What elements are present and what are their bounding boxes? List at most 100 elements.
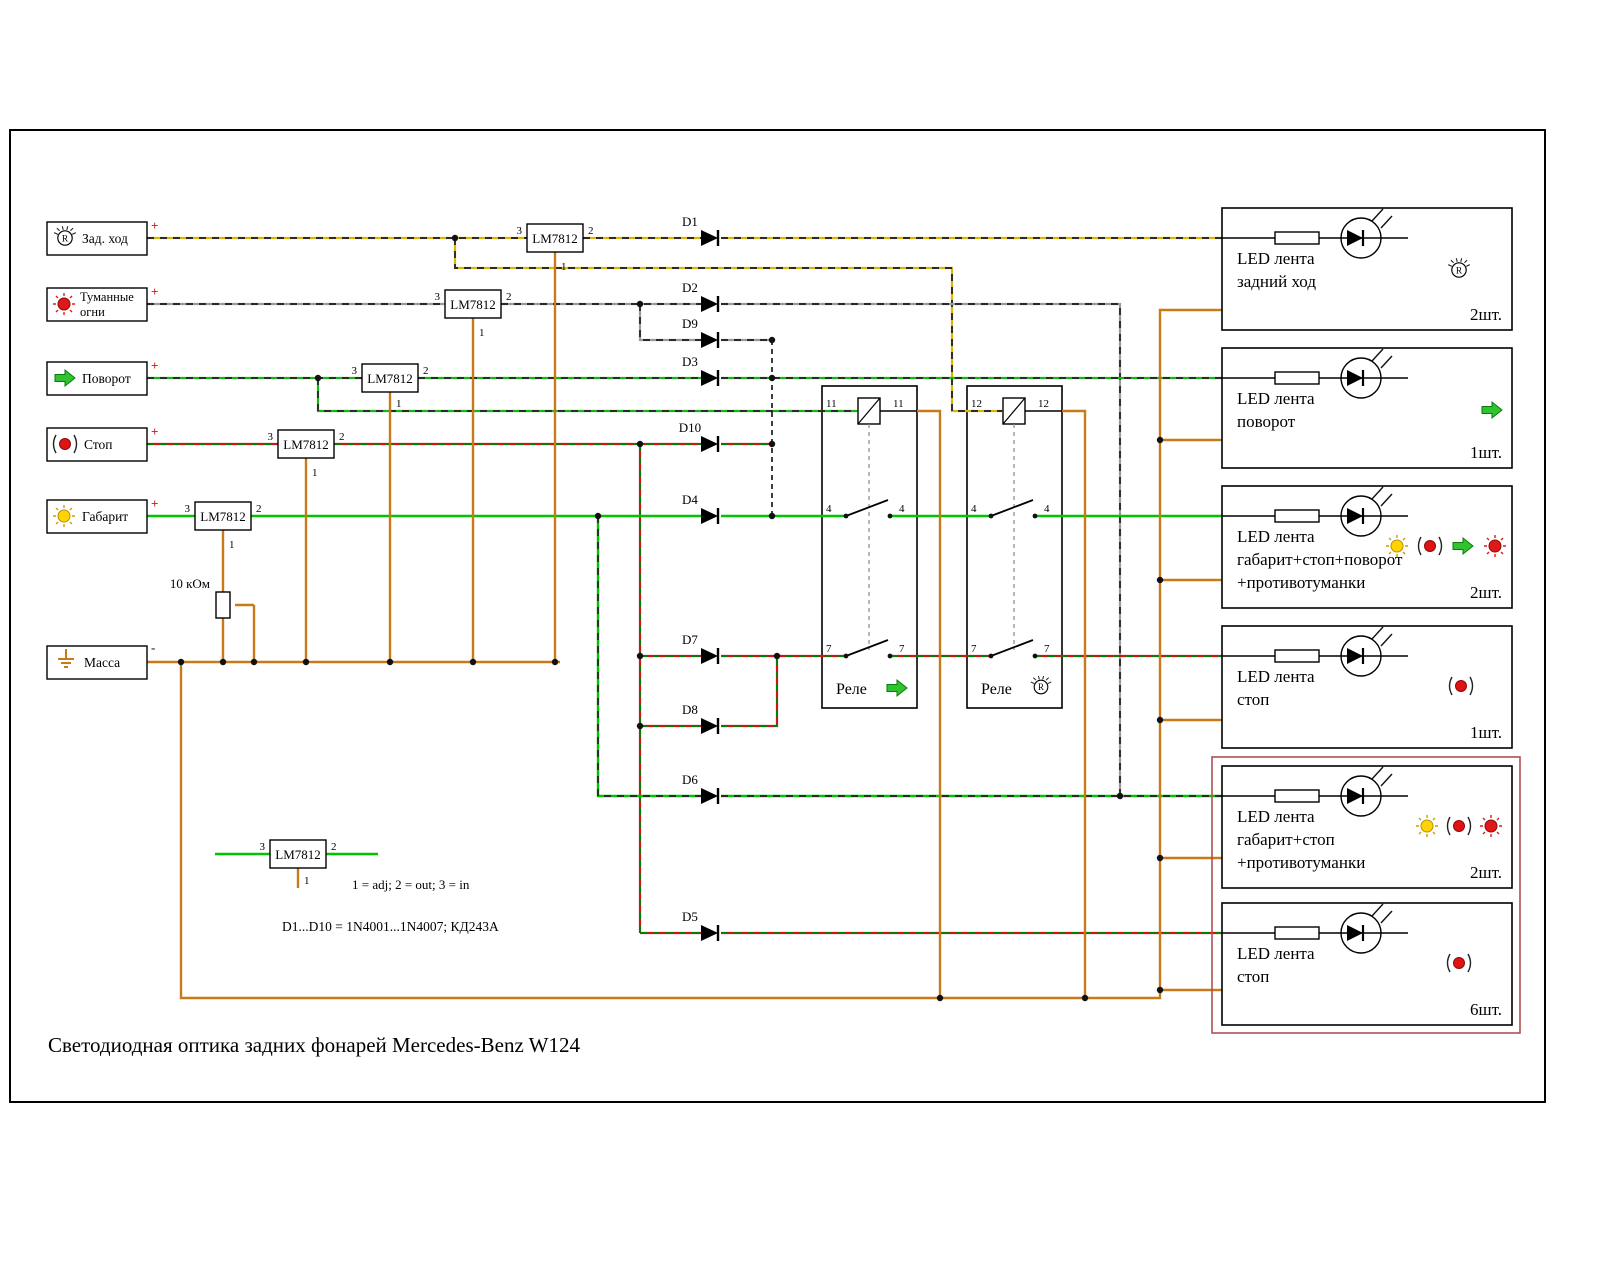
relay2-pin7-r: 7 [1044,643,1050,655]
input-box-fog: Туманные огни + [46,284,158,322]
block-line1: LED лента [1237,527,1315,546]
block-line1: LED лента [1237,389,1315,408]
diode-label: D5 [682,909,698,924]
regulator-fog: LM7812 3 2 1 [435,289,512,339]
led-block-stop-multi: LED лента стоп 6шт. [1221,903,1513,1026]
block-qty: 6шт. [1470,1000,1502,1019]
diagram-title: Светодиодная оптика задних фонарей Merce… [48,1033,580,1057]
diode-label: D3 [682,354,698,369]
diode-D8: D8 [682,702,720,734]
regulator-marker: LM7812 3 2 1 [185,501,262,551]
pin-in: 3 [268,431,274,443]
regulator-reverse: LM7812 3 2 1 [517,223,594,273]
pin-in: 3 [352,365,358,377]
diode-D1: D1 [682,214,720,246]
diode-D7: D7 [682,632,720,664]
block-qty: 2шт. [1470,305,1502,324]
input-box-ground: Масса - [46,640,155,680]
pin-adj: 1 [229,539,235,551]
diode-D6: D6 [682,772,720,804]
diode-label: D10 [679,420,701,435]
block-line3: +противотуманки [1237,573,1365,592]
pin-out: 2 [423,365,429,377]
pin-out: 2 [506,291,512,303]
input-box-marker: Габарит + [46,496,158,534]
relay1-pin-coil-r: 11 [893,398,904,410]
stop-group-outline [1211,756,1521,1034]
regulator-example: LM7812 3 2 1 [260,839,337,887]
junction-dots [177,234,1164,1002]
polarity-plus: + [151,284,158,299]
polarity-plus: + [151,358,158,373]
block-line2: задний ход [1237,272,1316,291]
pin-out: 2 [588,225,594,237]
input-box-stop: Стоп + [46,424,158,462]
regulator-stop: LM7812 3 2 1 [268,429,345,479]
block-qty: 1шт. [1470,443,1502,462]
block-line2: стоп [1237,967,1269,986]
led-block-marker-stop-fog: LED лента габарит+стоп +противотуманки 2… [1221,766,1513,889]
block-qty: 2шт. [1470,863,1502,882]
input-box-turn: Поворот + [46,358,158,396]
pin-out: 2 [339,431,345,443]
relay1-pin7-l: 7 [826,643,832,655]
regulator-name: LM7812 [367,371,413,386]
relay2-pin4-r: 4 [1044,503,1050,515]
input-box-reverse: Зад. ход + [46,218,158,256]
block-qty: 1шт. [1470,723,1502,742]
block-line1: LED лента [1237,944,1315,963]
pin-out: 2 [331,841,337,853]
input-label: Зад. ход [82,231,128,246]
diodes: D1 D2 D9 D3 D10 D4 D7 D8 D6 D5 [679,214,720,941]
pin-adj: 1 [479,327,485,339]
relay1-pin4-l: 4 [826,503,832,515]
relay-turn: 11 11 4 4 7 7 Реле [821,385,918,709]
diode-D2: D2 [682,280,720,312]
regulator-turn: LM7812 3 2 1 [352,363,429,410]
block-qty: 2шт. [1470,583,1502,602]
diode-D3: D3 [682,354,720,386]
pin-in: 3 [260,841,266,853]
polarity-plus: + [151,496,158,511]
pin-in: 3 [435,291,441,303]
relay2-label: Реле [981,681,1012,698]
input-label: Поворот [82,371,131,386]
note-pinout: 1 = adj; 2 = out; 3 = in [352,877,470,892]
led-block-marker-stop-turn-fog: LED лента габарит+стоп+поворот +противот… [1221,486,1513,609]
relay1-label: Реле [836,681,867,698]
block-line1: LED лента [1237,249,1315,268]
diode-D4: D4 [682,492,720,524]
regulator-name: LM7812 [532,231,578,246]
block-line1: LED лента [1237,807,1315,826]
potentiometer: 10 кОм [170,576,231,619]
input-label: Туманные [80,290,134,304]
relay1-pin-coil-l: 11 [826,398,837,410]
diode-label: D9 [682,316,698,331]
input-label-line2: огни [80,305,105,319]
diode-D10: D10 [679,420,720,452]
input-label: Масса [84,655,120,670]
block-line2: поворот [1237,412,1296,431]
block-line2: габарит+стоп [1237,830,1335,849]
diode-D9: D9 [682,316,720,348]
input-label: Стоп [84,437,113,452]
relay2-pin7-l: 7 [971,643,977,655]
pin-in: 3 [185,503,191,515]
regulator-name: LM7812 [275,847,321,862]
drawing-frame [9,129,1546,1103]
relay-reverse: 12 12 4 4 7 7 Реле [966,385,1063,709]
diode-label: D7 [682,632,698,647]
pin-adj: 1 [396,398,402,410]
diode-label: D6 [682,772,698,787]
wire-turn-net [147,376,1222,413]
diode-D5: D5 [682,909,720,941]
pin-adj: 1 [561,261,567,273]
led-block-turn: LED лента поворот 1шт. [1221,348,1513,469]
relay1-pin4-r: 4 [899,503,905,515]
block-line2: габарит+стоп+поворот [1237,550,1403,569]
relay2-pin-coil-r: 12 [1038,398,1049,410]
diode-label: D4 [682,492,698,507]
polarity-minus: - [151,640,155,655]
